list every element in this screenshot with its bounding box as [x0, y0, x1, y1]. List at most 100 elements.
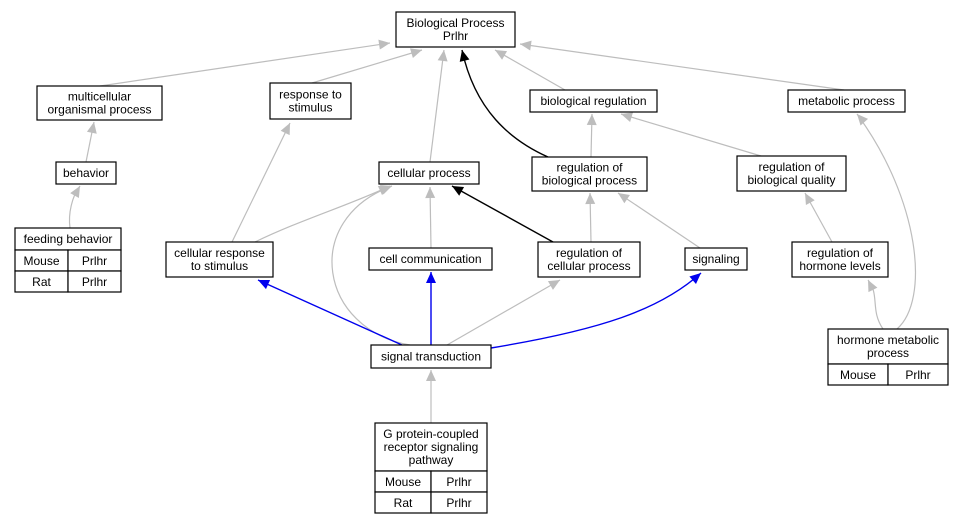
node-root-label-1: Biological Process: [406, 16, 504, 30]
edge-17-arrowhead: [805, 193, 815, 206]
node-gpcr-box: [374, 422, 488, 472]
node-cellular-response-label-2: to stimulus: [191, 259, 248, 273]
edge-20-arrowhead: [379, 185, 392, 195]
node-root-box: [395, 11, 516, 48]
node-feeding-behavior-annotation-1-gene: Prlhr: [82, 254, 107, 268]
edge-3-arrowhead: [495, 50, 508, 60]
edge-16: [617, 192, 701, 249]
edge-19: [856, 113, 917, 330]
edge-11-arrowhead: [280, 123, 290, 136]
node-cell-communication[interactable]: cell communication: [368, 247, 493, 271]
edge-6: [461, 49, 549, 158]
edge-10: [620, 113, 762, 157]
node-cellular-process-label-1: cellular process: [387, 166, 470, 180]
edge-1-arrowhead: [378, 39, 390, 50]
edge-10-arrowhead: [621, 112, 633, 122]
node-regulation-hormone-label-2: hormone levels: [799, 259, 880, 273]
edge-11: [231, 122, 291, 243]
node-response-stimulus-label-2: stimulus: [288, 101, 332, 115]
edge-16-arrowhead: [618, 193, 630, 204]
node-metabolic-process-box: [787, 89, 906, 113]
node-behavior-box: [55, 161, 117, 185]
node-root-label-2: Prlhr: [443, 29, 468, 43]
node-regulation-cell-process-label-1: regulation of: [556, 246, 623, 260]
node-cellular-response-label-1: cellular response: [174, 246, 265, 260]
node-feeding-behavior-label-1: feeding behavior: [24, 232, 113, 246]
node-hormone-metabolic-annotation-1-gene-cell: [887, 363, 949, 386]
node-hormone-metabolic-annotation-1-gene: Prlhr: [905, 368, 930, 382]
node-feeding-behavior-annotation-2: Rat Prlhr: [14, 270, 122, 293]
node-regulation-bio-process-label-1: regulation of: [556, 161, 623, 175]
node-gpcr-label-1: G protein-coupled: [383, 427, 478, 441]
node-cellular-process[interactable]: cellular process: [378, 161, 480, 185]
node-metabolic-process[interactable]: metabolic process: [787, 89, 906, 113]
node-biological-regulation[interactable]: biological regulation: [529, 89, 658, 113]
node-cell-communication-label-1: cell communication: [379, 252, 481, 266]
node-regulation-cell-process-box: [537, 241, 641, 278]
node-gpcr-annotation-2-gene-cell: [430, 491, 488, 514]
node-signaling-label-1: signaling: [692, 252, 739, 266]
node-response-stimulus-label-1: response to: [279, 88, 342, 102]
node-regulation-bio-process-label-2: biological process: [542, 174, 637, 188]
node-hormone-metabolic-annotation-1: Mouse Prlhr: [827, 363, 949, 386]
edge-13-arrowhead: [425, 187, 436, 199]
node-regulation-bio-quality-box: [736, 155, 847, 192]
node-multicellular-label-2: organismal process: [47, 103, 151, 117]
node-behavior-label-1: behavior: [63, 166, 109, 180]
node-gpcr-label-3: pathway: [409, 453, 454, 467]
edge-7-arrowhead: [86, 122, 97, 134]
node-behavior[interactable]: behavior: [55, 161, 117, 185]
edge-21: [257, 279, 403, 346]
node-gpcr-label-2: receptor signaling: [384, 440, 479, 454]
node-regulation-bio-quality-label-1: regulation of: [758, 160, 825, 174]
node-gpcr-annotation-1-gene: Prlhr: [446, 475, 471, 489]
edge-5-arrowhead: [437, 50, 448, 62]
edge-19-arrowhead: [857, 114, 869, 126]
node-hormone-metabolic-annotation-1-species: Mouse: [840, 368, 876, 382]
node-regulation-hormone-label-1: regulation of: [807, 246, 874, 260]
nodes: Biological ProcessPrlhrmulticellularorga…: [14, 11, 949, 514]
node-metabolic-process-label-1: metabolic process: [798, 94, 895, 108]
node-regulation-bio-quality-label-2: biological quality: [747, 173, 835, 187]
node-response-stimulus-box: [269, 82, 352, 120]
node-regulation-cell-process-label-2: cellular process: [547, 259, 630, 273]
edge-4-arrowhead: [520, 40, 532, 51]
node-signal-transduction[interactable]: signal transduction: [370, 344, 492, 369]
node-regulation-bio-process-box: [531, 156, 648, 192]
edge-25-arrowhead: [426, 370, 436, 381]
edge-1: [99, 42, 391, 87]
edge-21-arrowhead: [258, 279, 271, 290]
edge-2-arrowhead: [410, 48, 422, 58]
node-feeding-behavior-annotation-2-species: Rat: [32, 275, 51, 289]
node-feeding-behavior-annotation-2-gene: Prlhr: [82, 275, 107, 289]
edge-5: [429, 49, 445, 163]
node-signaling[interactable]: signaling: [684, 247, 748, 271]
edge-23: [446, 279, 561, 346]
node-multicellular-label-1: multicellular: [68, 90, 131, 104]
node-signal-transduction-label-1: signal transduction: [381, 350, 481, 364]
edge-24: [490, 272, 702, 349]
edge-15-arrowhead: [585, 193, 596, 205]
node-hormone-metabolic-label-2: process: [867, 346, 909, 360]
node-biological-regulation-box: [529, 89, 658, 113]
node-regulation-hormone-box: [791, 241, 889, 278]
edge-23-arrowhead: [547, 280, 560, 290]
node-gpcr-annotation-2-species: Rat: [394, 496, 413, 510]
edge-24-arrowhead: [689, 273, 701, 284]
edge-8-arrowhead: [70, 186, 80, 199]
node-biological-regulation-label-1: biological regulation: [540, 94, 646, 108]
node-multicellular-box: [36, 85, 163, 121]
node-gpcr-annotation-1-species: Mouse: [385, 475, 421, 489]
